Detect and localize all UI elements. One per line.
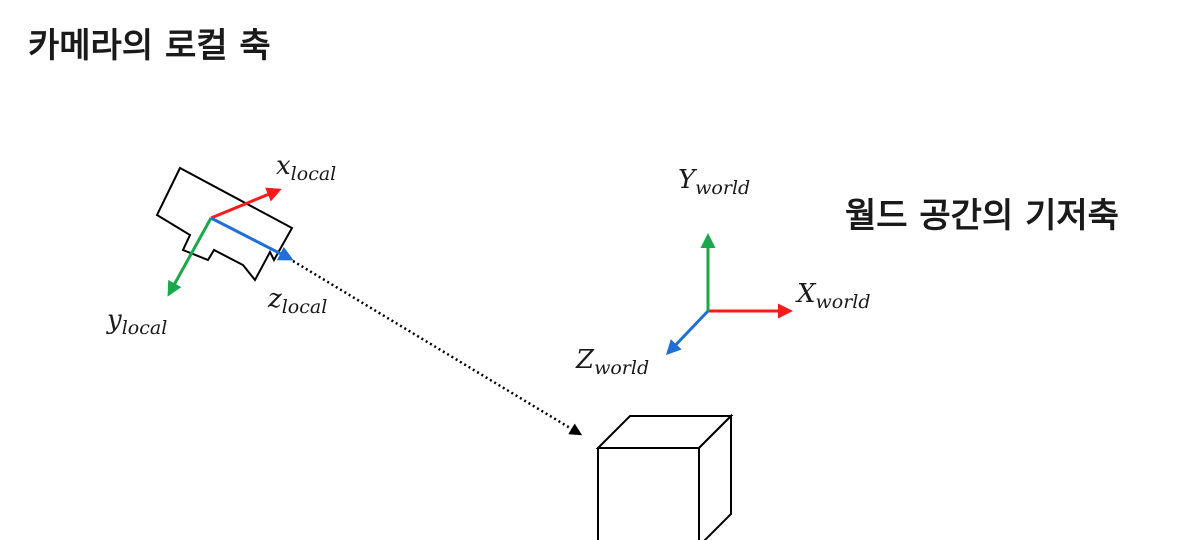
x-local-label: xlocal bbox=[276, 151, 336, 185]
cube-object bbox=[595, 413, 734, 540]
camera-y-local-axis bbox=[167, 217, 213, 297]
slide-title: 카메라의 로컬 축 bbox=[28, 26, 271, 66]
z-world-label: Zworld bbox=[575, 345, 649, 379]
z-local-label: zlocal bbox=[267, 284, 327, 318]
view-direction-dotted-line bbox=[292, 259, 583, 436]
world-z-axis bbox=[665, 309, 710, 356]
world-basis-caption: 월드 공간의 기저축 bbox=[845, 196, 1119, 236]
camera-x-local-axis bbox=[210, 187, 282, 220]
cube-front-face bbox=[597, 447, 700, 540]
y-local-label: ylocal bbox=[106, 305, 167, 339]
camera-z-local-axis bbox=[210, 216, 294, 261]
x-world-label: Xworld bbox=[795, 279, 871, 313]
y-world-label: Yworld bbox=[678, 165, 750, 199]
